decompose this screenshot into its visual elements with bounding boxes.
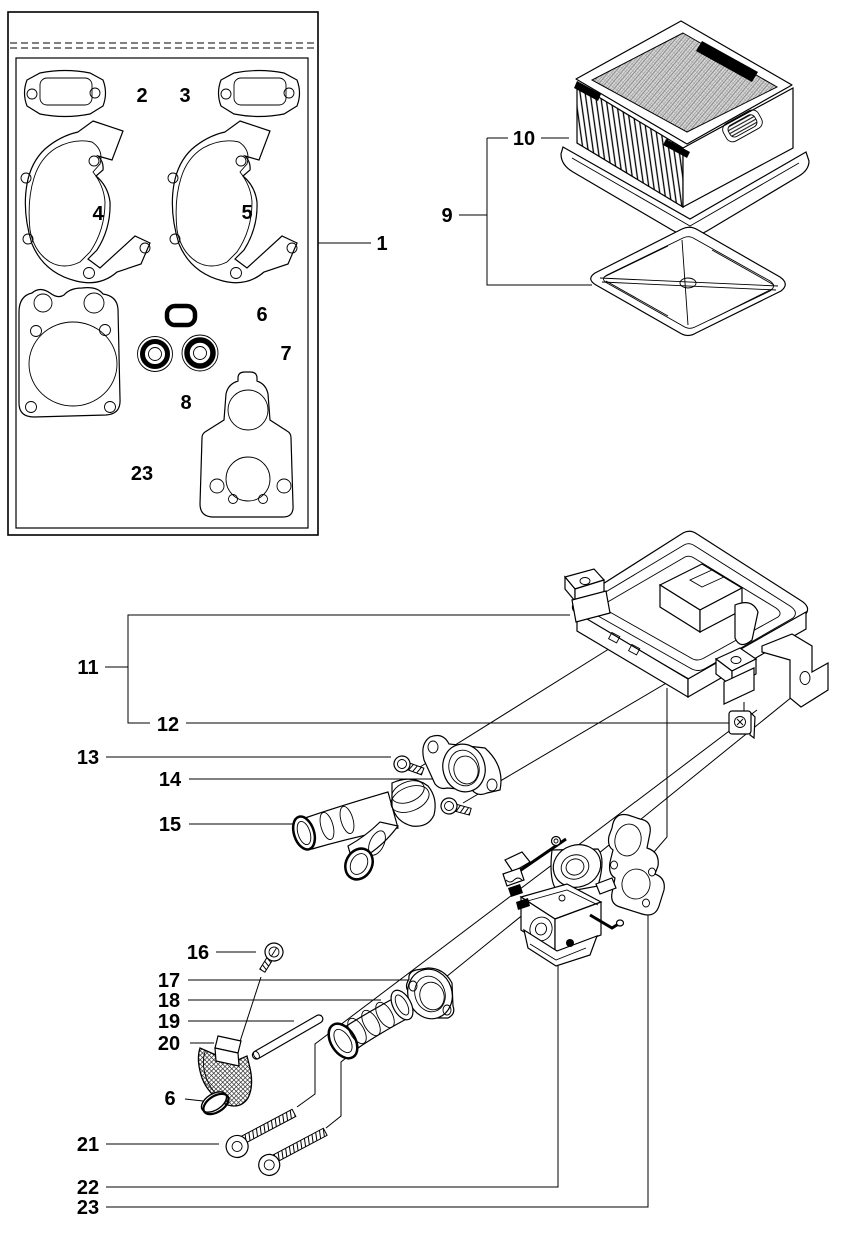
callout-5: 5 [241,202,252,224]
clamp-flange-b [405,967,455,1020]
callout-9: 9 [441,205,452,227]
air-filter [560,20,810,337]
filter-label-top [696,41,758,82]
filter-bottom-frame [590,226,786,337]
filter-label-left [574,81,601,101]
callout-17: 17 [158,970,180,992]
screw-pan-head [259,942,284,973]
air-filter-housing [563,530,829,708]
muffler-gasket [23,69,107,118]
callout-4: 4 [92,203,104,225]
callout-8: 8 [180,392,191,414]
carburetor-gasket [607,813,665,916]
sealing-ring [200,1091,230,1116]
callout-23b: 23 [77,1197,99,1219]
carburetor [502,835,625,967]
clamp-flange-a [422,734,502,796]
long-screw-a [225,1108,297,1159]
oil-seals [137,334,219,372]
housing-left-ear [563,568,611,623]
long-screw-b [258,1127,328,1177]
intake-duct [291,778,436,881]
callout-6a: 6 [256,304,267,326]
callout-11: 11 [77,657,98,679]
callout-2: 2 [136,85,147,107]
callout-21: 21 [77,1134,99,1156]
callout-22: 22 [77,1177,99,1199]
housing-flap [734,602,759,646]
gasket-kit-box [7,11,319,536]
callout-6b: 6 [164,1088,175,1110]
housing-right-bracket [761,633,829,708]
callout-labels: 1 2 3 4 5 6 7 8 23 9 10 11 12 13 14 15 1… [77,85,535,1219]
muffler-gasket-b [217,69,301,118]
callout-16: 16 [187,942,209,964]
housing-centre-hump [658,563,744,634]
callout-10: 10 [513,128,535,150]
screw-small-b [440,797,472,816]
screen-lever [197,1035,253,1107]
callout-3: 3 [179,85,190,107]
callout-19: 19 [158,1011,180,1033]
sealing-ring-kit [164,303,198,328]
callout-20: 20 [158,1033,180,1055]
square-nut [728,710,756,740]
intake-boot [327,989,414,1060]
cylinder-gasket [18,287,121,418]
screw-small-a [393,755,425,776]
callout-12: 12 [157,714,179,736]
callout-14: 14 [159,769,182,791]
callout-7: 7 [280,343,291,365]
callout-23a: 23 [131,463,153,485]
housing-bottom-lug [714,647,758,705]
manifold-gasket-kit [199,371,294,518]
rod-pin [251,1014,324,1060]
filter-grip-emblem [722,109,763,143]
callout-15: 15 [159,814,181,836]
filter-label-front [663,139,690,158]
crankcase-gasket [20,120,151,284]
callout-1: 1 [376,233,387,255]
callout-13: 13 [77,747,99,769]
carburetor-linkage [502,851,531,910]
callout-18: 18 [158,990,180,1012]
